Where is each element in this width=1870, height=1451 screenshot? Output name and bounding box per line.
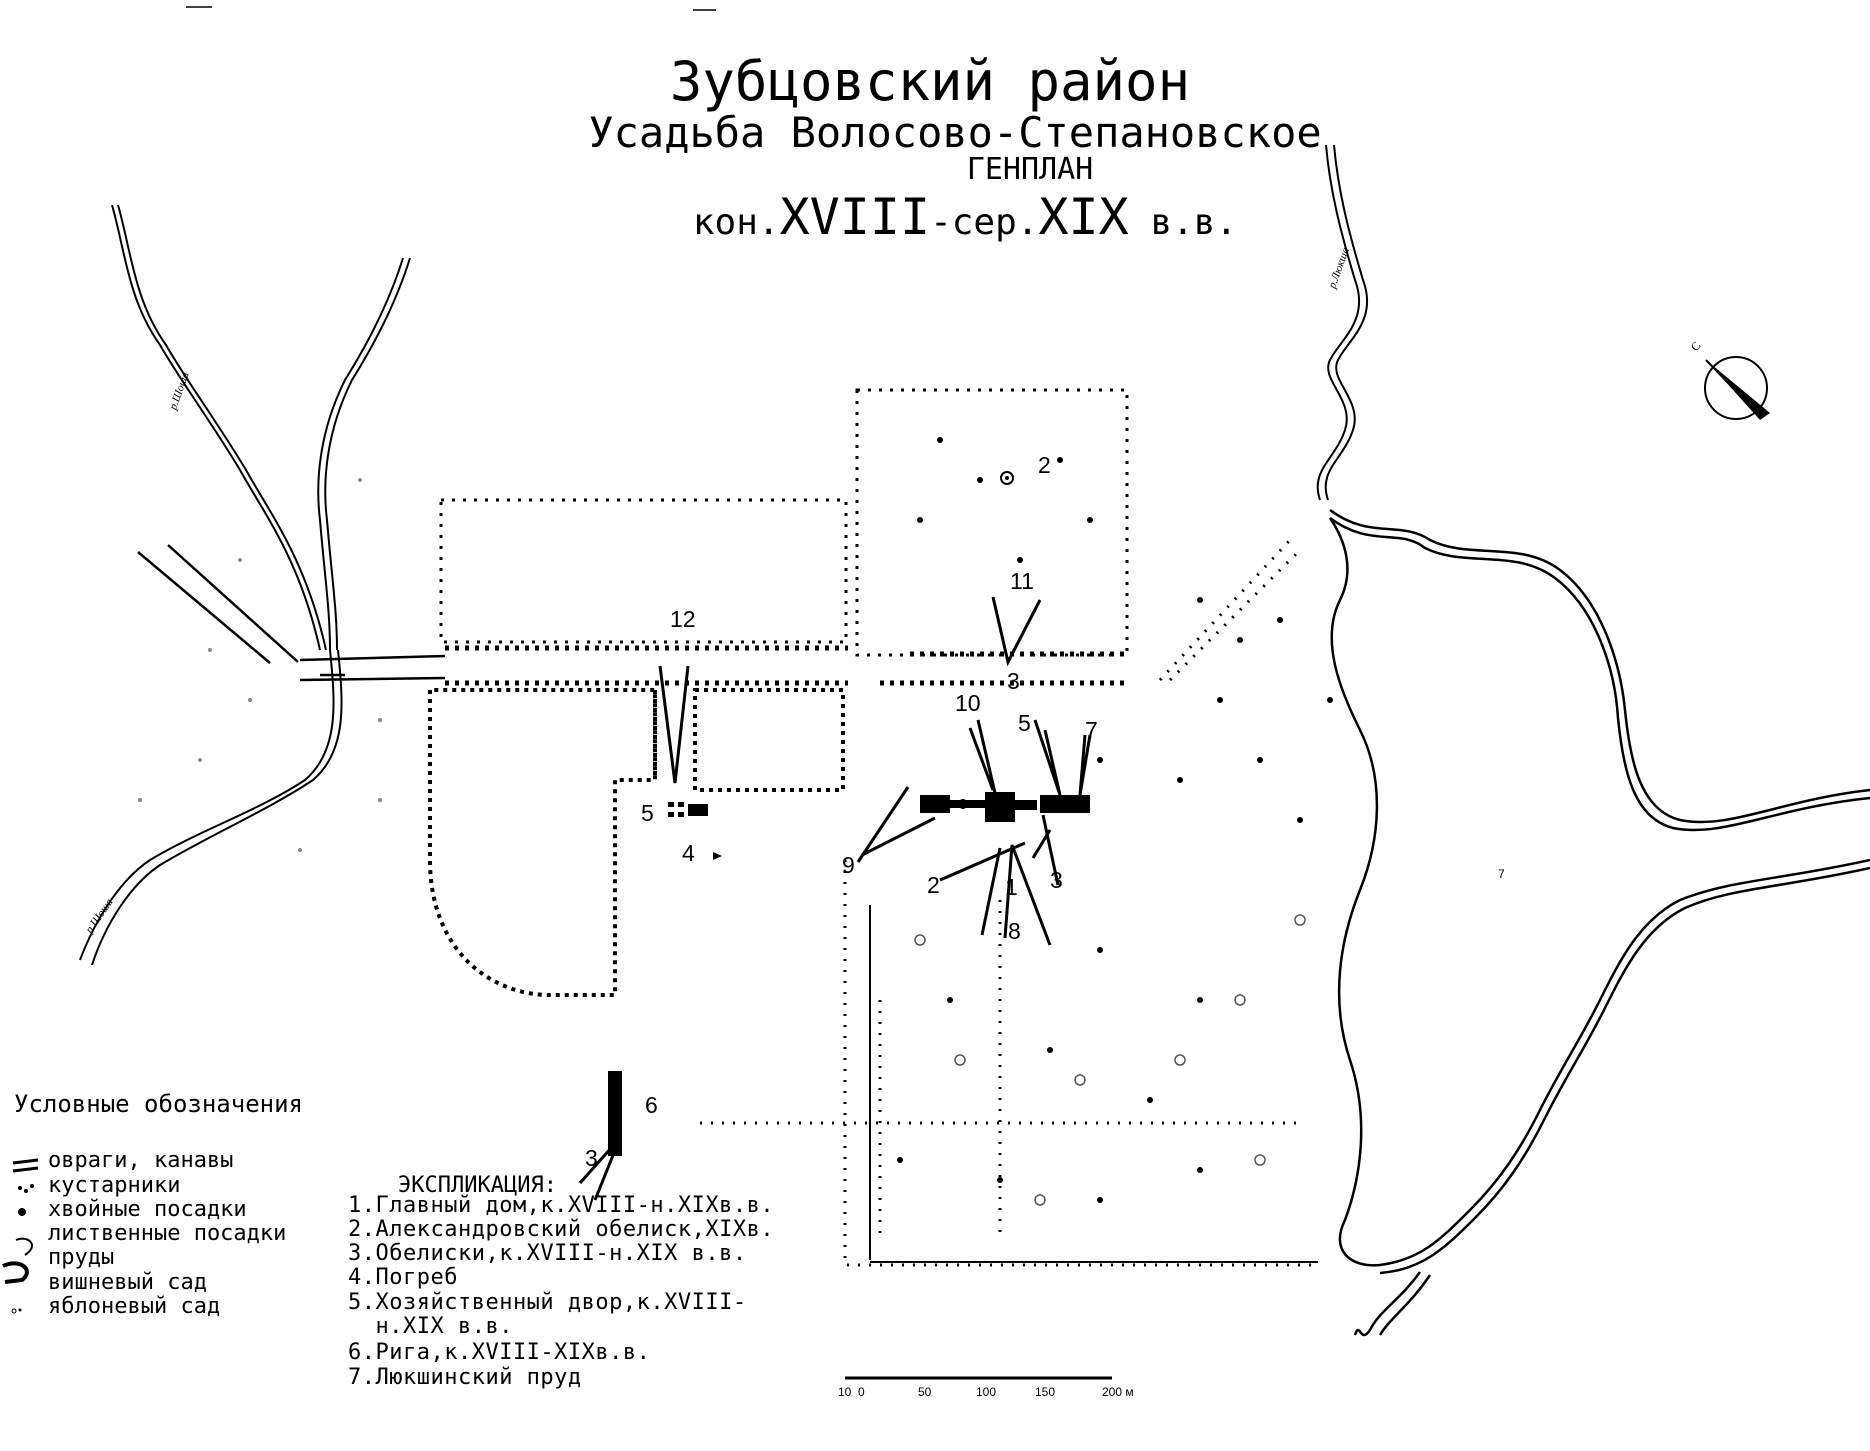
- scale-tick-150: 150: [1035, 1385, 1056, 1399]
- explication-item-3: 3.Обелиски,к.XVIII-н.XIX в.в.: [348, 1241, 747, 1266]
- scale-tick-200: 200 м: [1102, 1385, 1134, 1399]
- map-label-3: 3: [1050, 867, 1063, 893]
- map-label-7-pond: 7: [1498, 867, 1505, 881]
- period-suffix: в.в.: [1128, 202, 1238, 243]
- map-label-5: 5: [641, 800, 654, 826]
- farmyard-enclosure: [428, 688, 845, 997]
- map-label-12: 12: [670, 606, 696, 632]
- river-lyuksha: [1316, 144, 1369, 501]
- shrubs-west: [138, 478, 382, 852]
- legend-shrubs: кустарники: [48, 1173, 181, 1198]
- map-label-9: 9: [842, 852, 855, 878]
- map-label-10: 10: [955, 690, 981, 716]
- map-label-3-south: 3: [585, 1145, 598, 1171]
- park-boundary: [700, 538, 1320, 1267]
- title-district: Зубцовский район: [669, 50, 1191, 113]
- legend-symbols: [2, 1158, 39, 1314]
- period-c1: XVIII: [779, 188, 931, 246]
- period-c2: XIX: [1038, 188, 1129, 246]
- map-label-6: 6: [645, 1092, 658, 1118]
- map-label-5-east: 5: [1018, 710, 1031, 736]
- scale-tick-10: 10: [838, 1385, 852, 1399]
- map-label-1: 1: [1005, 874, 1018, 900]
- explication-item-1: 1.Главный дом,к.XVIII-н.XIXв.в.: [348, 1193, 775, 1218]
- scale-tick-50: 50: [918, 1385, 932, 1399]
- map-label-7-east: 7: [1085, 717, 1098, 743]
- explication-item-7: 7.Люкшинский пруд: [348, 1365, 582, 1390]
- compass-icon: [1704, 356, 1770, 420]
- legend-ravines: овраги, канавы: [48, 1148, 234, 1173]
- map-label-11: 11: [1010, 568, 1034, 594]
- explication-item-4: 4.Погреб: [348, 1265, 458, 1290]
- tree-rows: [445, 645, 1125, 686]
- pond-lyukshinsky: [1328, 508, 1870, 1275]
- park-trees: [897, 437, 1333, 1203]
- scale-tick-100: 100: [976, 1385, 997, 1399]
- river-shosha: [79, 204, 411, 966]
- period-prefix: кон.: [692, 202, 780, 243]
- legend-deciduous: лиственные посадки: [48, 1221, 287, 1246]
- explication-item-5: 5.Хозяйственный двор,к.XVIII-: [348, 1290, 747, 1315]
- map-label-3-top: 3: [1007, 668, 1020, 694]
- farmyard-buildings: [668, 802, 722, 860]
- main-house: [920, 792, 1090, 822]
- map-label-2-obelisk: 2: [1038, 452, 1051, 478]
- explication-item-5-cont: н.XIX в.в.: [348, 1314, 513, 1339]
- explication-title: ЭКСПЛИКАЦИЯ:: [398, 1173, 557, 1198]
- legend-conifers: хвойные посадки: [48, 1197, 247, 1222]
- garden-enclosure-north: [439, 388, 1129, 657]
- explication-item-6: 6.Рига,к.XVIII-XIXв.в.: [348, 1340, 651, 1365]
- title-period: кон.XVIII-сер.XIX в.в.: [30, 188, 1870, 246]
- leader-lines: [578, 596, 1092, 1201]
- map-label-2: 2: [927, 872, 940, 898]
- legend-ponds: пруды: [48, 1245, 115, 1270]
- legend-apple-orchard: яблоневый сад: [48, 1294, 221, 1319]
- barn-riga: [608, 1071, 622, 1156]
- explication-item-2: 2.Александровский обелиск,XIXв.: [348, 1217, 775, 1242]
- scale-tick-0: 0: [858, 1385, 865, 1399]
- legend-title: Условные обозначения: [14, 1090, 303, 1118]
- map-label-8: 8: [1008, 918, 1021, 944]
- map-label-4: 4: [682, 840, 695, 866]
- title-estate: Усадьба Волосово-Степановское: [588, 108, 1322, 157]
- legend-cherry-orchard: вишневый сад: [48, 1270, 207, 1295]
- title-plan: ГЕНПЛАН: [966, 152, 1094, 187]
- road-west: [137, 544, 446, 682]
- period-mid: -сер.: [930, 202, 1039, 243]
